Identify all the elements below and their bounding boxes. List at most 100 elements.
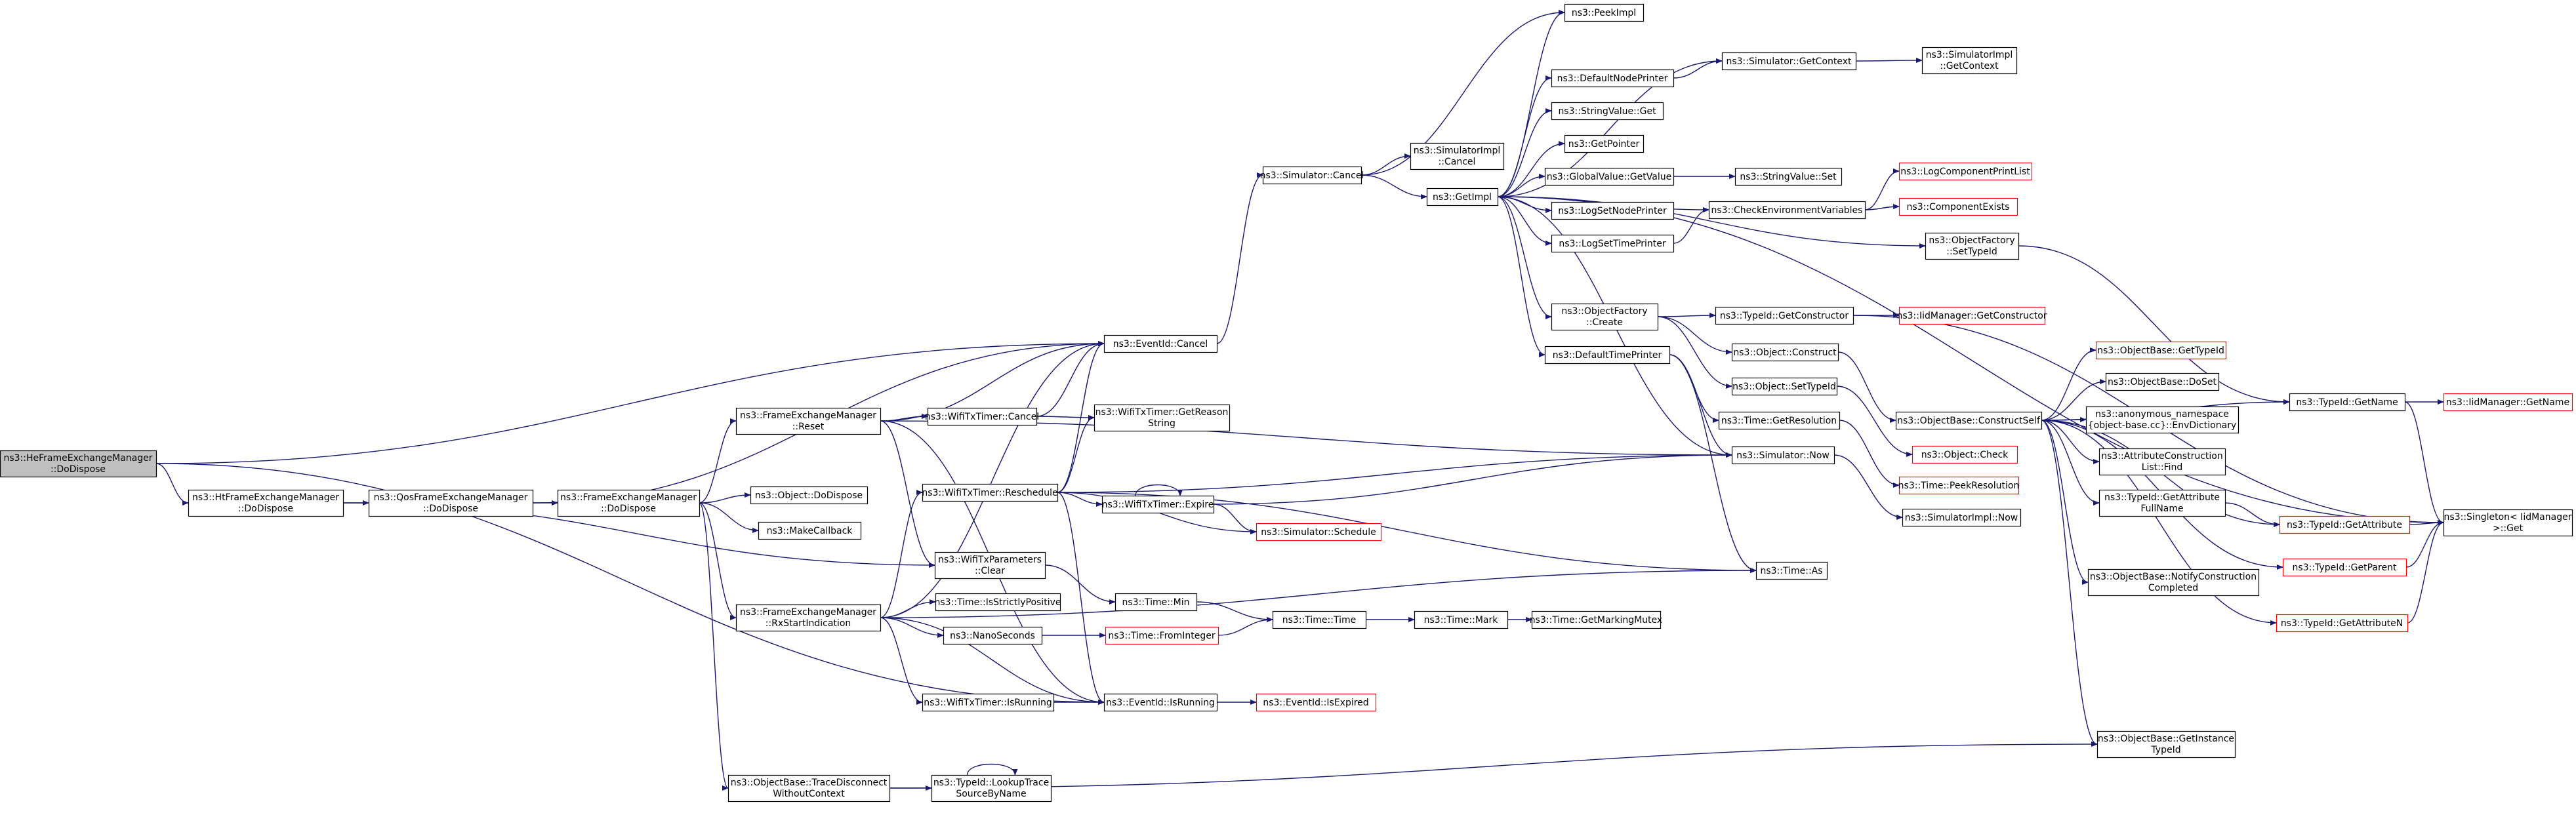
node-simnow[interactable]: ns3::Simulator::Now bbox=[1731, 446, 1835, 465]
node-simctx[interactable]: ns3::Simulator::GetContext bbox=[1721, 52, 1857, 71]
node-tracedisc[interactable]: ns3::ObjectBase::TraceDisconnectWithoutC… bbox=[727, 774, 891, 802]
node-label: ns3::IidManager::GetConstructor bbox=[1896, 311, 2047, 321]
node-objdisp[interactable]: ns3::Object::DoDispose bbox=[750, 486, 869, 505]
node-implcancel[interactable]: ns3::SimulatorImpl::Cancel bbox=[1410, 142, 1505, 170]
edge-fereset-to-simnow bbox=[880, 420, 1732, 458]
node-peekimpl[interactable]: ns3::PeekImpl bbox=[1564, 3, 1645, 22]
node-isrun[interactable]: ns3::WifiTxTimer::IsRunning bbox=[922, 693, 1055, 712]
node-fromint[interactable]: ns3::Time::FromInteger bbox=[1105, 626, 1219, 645]
node-getattr[interactable]: ns3::TypeId::GetAttribute bbox=[2279, 515, 2411, 534]
node-getctor[interactable]: ns3::TypeId::GetConstructor bbox=[1715, 306, 1854, 325]
node-expire[interactable]: ns3::WifiTxTimer::Expire bbox=[1102, 495, 1215, 514]
node-implnow[interactable]: ns3::SimulatorImpl::Now bbox=[1902, 508, 2022, 527]
node-logsettime[interactable]: ns3::LogSetTimePrinter bbox=[1551, 234, 1675, 253]
edge-cself-to-getattrn bbox=[2041, 420, 2277, 625]
node-makecb[interactable]: ns3::MakeCallback bbox=[758, 521, 862, 540]
node-box bbox=[1564, 134, 1645, 153]
node-strset[interactable]: ns3::StringValue::Set bbox=[1734, 167, 1843, 186]
node-box bbox=[1721, 52, 1857, 71]
node-compexists[interactable]: ns3::ComponentExists bbox=[1898, 197, 2018, 216]
node-gvget[interactable]: ns3::GlobalValue::GetValue bbox=[1544, 167, 1675, 186]
node-ofsettype[interactable]: ns3::ObjectFactory::SetTypeId bbox=[1925, 232, 2020, 260]
node-box bbox=[1898, 476, 2020, 495]
node-box bbox=[1105, 626, 1219, 645]
node-timemin[interactable]: ns3::Time::Min bbox=[1114, 593, 1198, 612]
call-nodes: ns3::HeFrameExchangeManager::DoDisposens… bbox=[0, 3, 2573, 802]
node-label: List::Find bbox=[2142, 462, 2183, 473]
node-defnode[interactable]: ns3::DefaultNodePrinter bbox=[1551, 69, 1675, 88]
node-strget[interactable]: ns3::StringValue::Get bbox=[1551, 102, 1664, 121]
node-doset[interactable]: ns3::ObjectBase::DoSet bbox=[2105, 372, 2220, 391]
node-schedule[interactable]: ns3::Simulator::Schedule bbox=[1256, 523, 1382, 542]
node-root[interactable]: ns3::HeFrameExchangeManager::DoDispose bbox=[0, 450, 157, 478]
node-box bbox=[1103, 693, 1218, 712]
node-timeas[interactable]: ns3::Time::As bbox=[1755, 561, 1828, 580]
node-ferx[interactable]: ns3::FrameExchangeManager::RxStartIndica… bbox=[735, 604, 882, 632]
node-txclear[interactable]: ns3::WifiTxParameters::Clear bbox=[934, 551, 1046, 580]
node-fedisp[interactable]: ns3::FrameExchangeManager::DoDispose bbox=[557, 489, 701, 517]
node-txcancel[interactable]: ns3::WifiTxTimer::Cancel bbox=[925, 407, 1039, 426]
node-envdict[interactable]: ns3::anonymous_namespace{object-base.cc}… bbox=[2085, 406, 2239, 434]
node-objsettype[interactable]: ns3::Object::SetTypeId bbox=[1731, 377, 1838, 396]
node-qosdisp[interactable]: ns3::QosFrameExchangeManager::DoDispose bbox=[368, 489, 534, 517]
node-fereset[interactable]: ns3::FrameExchangeManager::Reset bbox=[735, 407, 882, 435]
node-singleton[interactable]: ns3::Singleton< IidManager>::Get bbox=[2443, 509, 2573, 537]
edge-ofcreate-to-objconstruct bbox=[1657, 316, 1732, 355]
node-deftime[interactable]: ns3::DefaultTimePrinter bbox=[1544, 346, 1671, 365]
node-peekres[interactable]: ns3::Time::PeekResolution bbox=[1898, 476, 2020, 495]
node-getname[interactable]: ns3::TypeId::GetName bbox=[2289, 393, 2406, 412]
node-box bbox=[758, 521, 862, 540]
node-iidctor[interactable]: ns3::IidManager::GetConstructor bbox=[1896, 306, 2047, 325]
node-label: ns3::Time::Min bbox=[1122, 597, 1189, 608]
node-label: ns3::WifiTxTimer::IsRunning bbox=[924, 698, 1052, 708]
node-getimpl[interactable]: ns3::GetImpl bbox=[1426, 188, 1499, 207]
node-iidname[interactable]: ns3::IidManager::GetName bbox=[2443, 393, 2573, 412]
node-objcheck[interactable]: ns3::Object::Check bbox=[1912, 445, 2018, 464]
node-implctx[interactable]: ns3::SimulatorImpl::GetContext bbox=[1921, 47, 2018, 75]
node-markmutex[interactable]: ns3::Time::GetMarkingMutex bbox=[1530, 610, 1662, 629]
node-cself[interactable]: ns3::ObjectBase::ConstructSelf bbox=[1895, 411, 2043, 430]
node-evisrun[interactable]: ns3::EventId::IsRunning bbox=[1103, 693, 1218, 712]
node-box bbox=[557, 489, 701, 517]
edge-expire-to-simnow bbox=[1213, 452, 1732, 505]
edge-fereset-to-txcancel bbox=[880, 414, 928, 422]
node-box bbox=[2098, 489, 2226, 517]
node-timetime[interactable]: ns3::Time::Time bbox=[1272, 610, 1367, 629]
node-isexpired[interactable]: ns3::EventId::IsExpired bbox=[1256, 693, 1377, 712]
node-ofcreate[interactable]: ns3::ObjectFactory::Create bbox=[1551, 303, 1659, 331]
node-box bbox=[2276, 614, 2409, 633]
node-nanosec[interactable]: ns3::NanoSeconds bbox=[943, 626, 1043, 645]
node-box bbox=[735, 407, 882, 435]
node-label: ns3::LogComponentPrintList bbox=[1900, 167, 2030, 177]
node-box bbox=[1551, 102, 1664, 121]
node-getparent[interactable]: ns3::TypeId::GetParent bbox=[2282, 558, 2407, 577]
node-label: ns3::LogSetTimePrinter bbox=[1559, 239, 1666, 249]
edge-txcancel-to-evcancel bbox=[1036, 341, 1105, 417]
node-logcomp[interactable]: ns3::LogComponentPrintList bbox=[1898, 162, 2033, 181]
node-getptr[interactable]: ns3::GetPointer bbox=[1564, 134, 1645, 153]
edge-resched-to-evcancel bbox=[1057, 341, 1105, 493]
node-resched[interactable]: ns3::WifiTxTimer::Reschedule bbox=[922, 483, 1059, 502]
node-timemark[interactable]: ns3::Time::Mark bbox=[1414, 610, 1509, 629]
node-box bbox=[943, 626, 1043, 645]
node-notify[interactable]: ns3::ObjectBase::NotifyConstructionCompl… bbox=[2087, 568, 2260, 597]
node-logsetnode[interactable]: ns3::LogSetNodePrinter bbox=[1551, 201, 1675, 220]
node-isstrict[interactable]: ns3::Time::IsStrictlyPositive bbox=[935, 593, 1061, 612]
node-obgettype[interactable]: ns3::ObjectBase::GetTypeId bbox=[2095, 341, 2227, 360]
edge-checkenv-to-compexists bbox=[1864, 204, 1900, 210]
node-label: ns3::EventId::Cancel bbox=[1113, 339, 1208, 349]
node-htdisp[interactable]: ns3::HtFrameExchangeManager::DoDispose bbox=[188, 489, 344, 517]
node-label: ns3::EventId::IsExpired bbox=[1263, 698, 1368, 708]
node-getres[interactable]: ns3::Time::GetResolution bbox=[1718, 411, 1841, 430]
node-checkenv[interactable]: ns3::CheckEnvironmentVariables bbox=[1708, 201, 1866, 220]
node-evcancel[interactable]: ns3::EventId::Cancel bbox=[1103, 334, 1218, 353]
node-simcancel[interactable]: ns3::Simulator::Cancel bbox=[1260, 166, 1364, 185]
node-getattrn[interactable]: ns3::TypeId::GetAttributeN bbox=[2276, 614, 2409, 633]
node-box bbox=[1551, 201, 1675, 220]
node-objconstruct[interactable]: ns3::Object::Construct bbox=[1731, 343, 1839, 362]
